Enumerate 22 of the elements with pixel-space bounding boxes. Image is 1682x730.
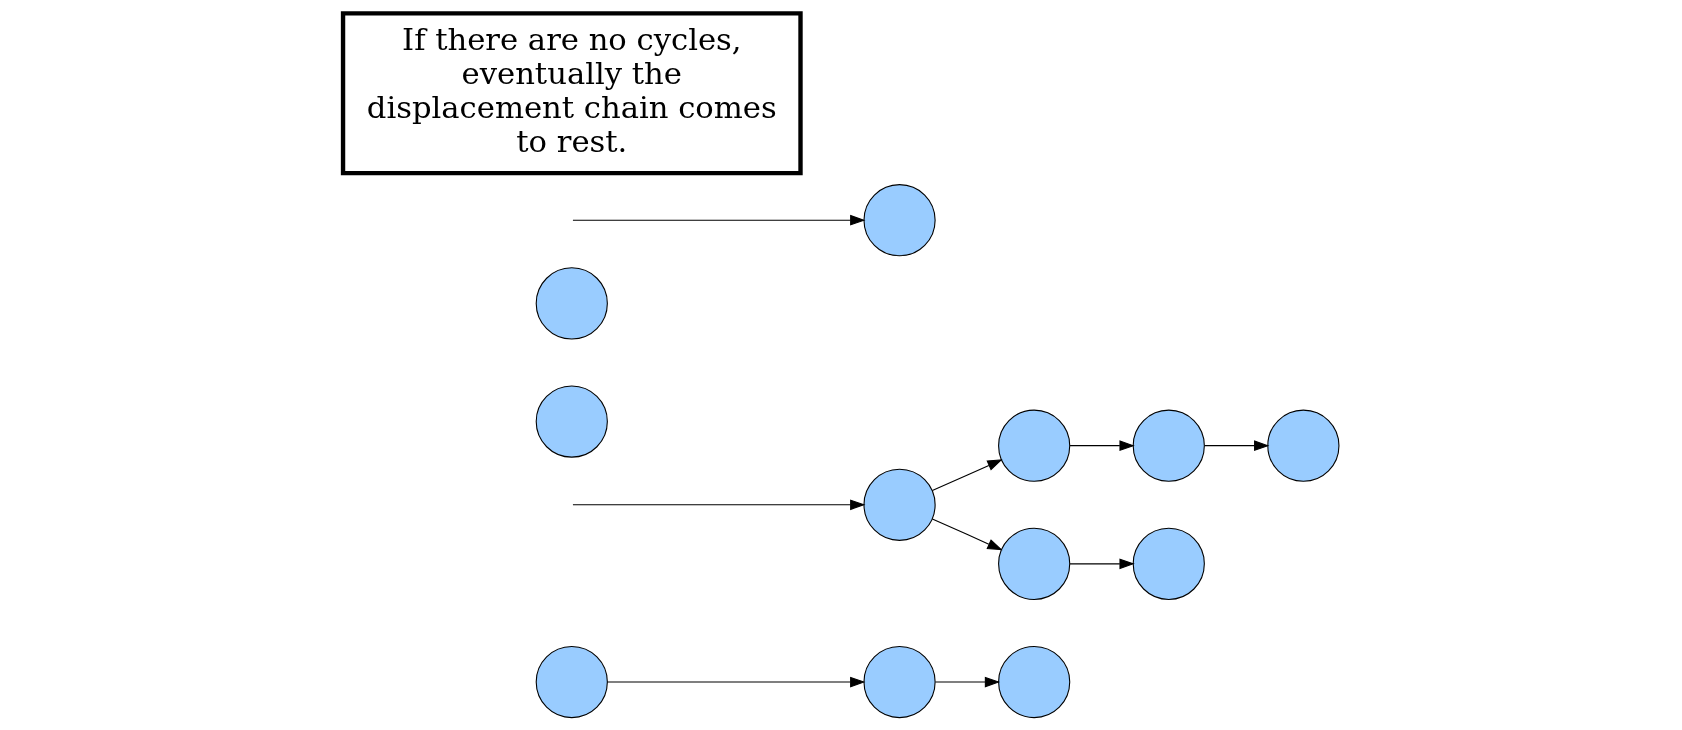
arrow [1069, 558, 1135, 569]
node-circle [1267, 409, 1340, 482]
arrow [572, 498, 866, 510]
arrow [934, 676, 1001, 687]
arrow [1204, 439, 1270, 451]
node-circle [1132, 527, 1205, 600]
arrow [931, 517, 1003, 550]
node-circle [998, 527, 1071, 600]
node-circle [998, 409, 1071, 482]
node-circle [863, 183, 936, 256]
node-circle [535, 384, 608, 458]
node-box: If there are no cycles, eventually the displacement chain comes to rest. [340, 10, 803, 175]
node-circle [998, 645, 1071, 718]
node-circle [863, 645, 936, 718]
arrow [1069, 439, 1135, 451]
arrow [572, 214, 866, 226]
node-circle [535, 645, 608, 718]
arrow [931, 458, 1003, 491]
arrow [606, 676, 866, 687]
node-circle [863, 468, 936, 541]
node-circle [1132, 409, 1205, 482]
node-circle [535, 266, 608, 339]
